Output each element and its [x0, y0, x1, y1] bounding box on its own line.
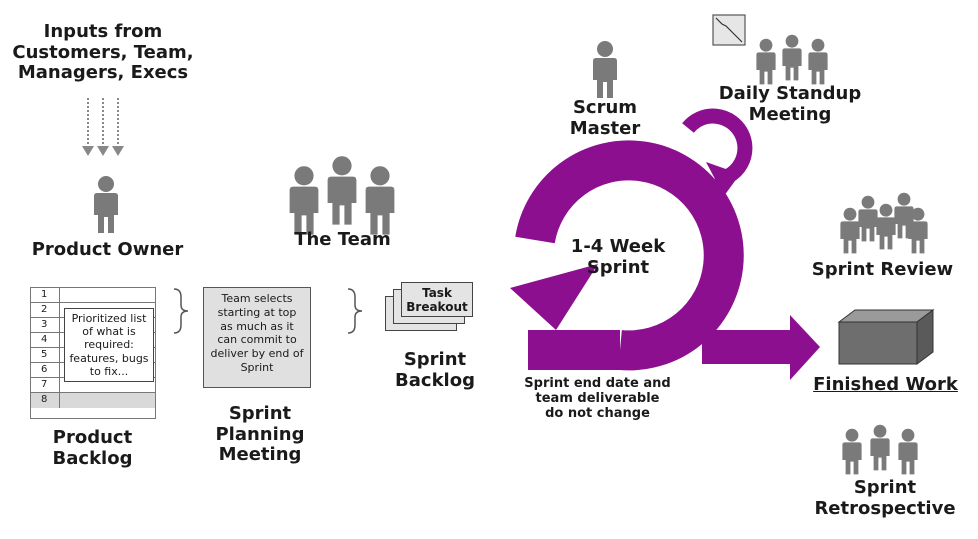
product-backlog-label-line-2: Backlog: [52, 447, 133, 469]
product-backlog-label: Product Backlog: [35, 427, 150, 469]
retro-person-icon: [868, 424, 892, 472]
scrum-master-line-1: Scrum: [572, 97, 638, 118]
daily-standup-line-2: Meeting: [748, 103, 832, 125]
sprint-planning-label: Sprint Planning Meeting: [210, 403, 310, 466]
sprint-planning-box: Team selects starting at top as much as …: [203, 287, 311, 388]
scrum-master-icon: [590, 40, 620, 100]
sprint-backlog-label-line-2: Backlog: [395, 369, 475, 391]
sprint-note-line-3: do not change: [545, 405, 650, 421]
inputs-line-2: Customers, Team,: [12, 41, 194, 63]
sprint-planning-label-line-3: Meeting: [218, 444, 302, 466]
task-breakout-line-2: Breakout: [406, 300, 468, 315]
table-row: 8: [31, 393, 155, 408]
sprint-cycle-line-2: Sprint: [586, 256, 650, 278]
daily-standup-line-1: Daily Standup: [718, 83, 862, 104]
sprint-note-line-2: team deliverable: [535, 390, 660, 406]
retro-person-icon: [896, 428, 920, 476]
sprint-backlog-card: [401, 282, 473, 317]
row-number: 4: [41, 334, 48, 345]
product-backlog-note: Prioritized list of what is required: fe…: [64, 308, 154, 382]
sprint-backlog-label: Sprint Backlog: [385, 349, 485, 391]
sprint-cycle-line-1: 1-4 Week: [570, 236, 666, 257]
task-breakout-label: Task Breakout: [401, 286, 473, 315]
sprint-planning-label-line-2: Planning: [215, 423, 305, 445]
sprint-cycle-label: 1-4 Week Sprint: [568, 236, 668, 278]
row-number: 8: [41, 394, 48, 405]
row-number: 6: [41, 364, 48, 375]
sprint-retrospective-line-1: Sprint: [853, 477, 917, 498]
finished-work-label: Finished Work: [813, 374, 958, 395]
sprint-planning-label-line-1: Sprint: [228, 403, 292, 424]
the-team-label: The Team: [294, 229, 391, 250]
inputs-line-3: Managers, Execs: [17, 62, 189, 84]
scrum-master-line-2: Master: [569, 117, 641, 139]
review-person-icon: [906, 207, 930, 255]
row-number: 7: [41, 379, 48, 390]
brace-1: [173, 288, 189, 334]
standup-person-icon: [780, 34, 804, 82]
product-owner-label: Product Owner: [31, 239, 184, 260]
sprint-note: Sprint end date and team deliverable do …: [520, 376, 675, 422]
daily-standup-label: Daily Standup Meeting: [715, 83, 865, 125]
sprint-backlog-label-line-1: Sprint: [403, 349, 467, 370]
table-row: 7: [31, 378, 155, 393]
input-arrows: [82, 98, 124, 156]
scrum-master-label: Scrum Master: [560, 97, 650, 139]
sprint-review-label: Sprint Review: [811, 259, 954, 280]
table-row: 1: [31, 288, 155, 303]
row-number: 1: [41, 289, 48, 300]
standup-person-icon: [754, 38, 778, 86]
sprint-retrospective-line-2: Retrospective: [814, 497, 956, 519]
burndown-chart-icon: [712, 14, 746, 46]
product-backlog-label-line-1: Product: [52, 427, 133, 448]
standup-person-icon: [806, 38, 830, 86]
finished-work-box: [837, 309, 935, 365]
inputs-label: Inputs from Customers, Team, Managers, E…: [8, 21, 198, 84]
row-number: 2: [41, 304, 48, 315]
task-breakout-line-1: Task: [422, 286, 452, 300]
inputs-line-1: Inputs from: [43, 21, 163, 42]
brace-2: [347, 288, 363, 334]
row-number: 3: [41, 319, 48, 330]
sprint-retrospective-label: Sprint Retrospective: [810, 477, 960, 519]
retro-person-icon: [840, 428, 864, 476]
row-number: 5: [41, 349, 48, 360]
sprint-note-line-1: Sprint end date and: [524, 376, 671, 391]
